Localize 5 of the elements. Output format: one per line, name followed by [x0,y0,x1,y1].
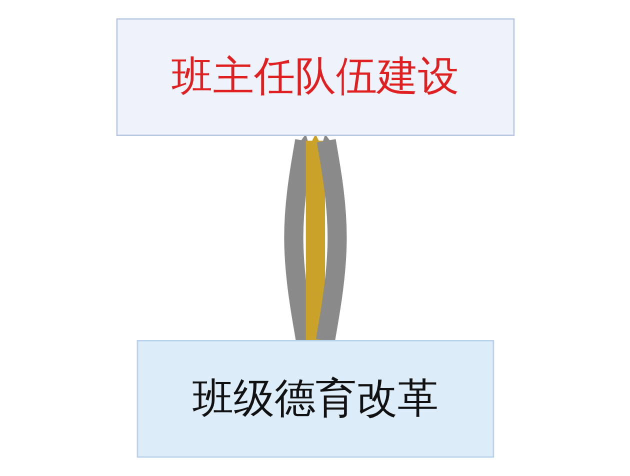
arrow [305,134,325,341]
node-box [136,340,494,458]
diagram: 班主任队伍建设 班级德育改革 [106,8,524,468]
node-box [116,18,514,136]
arrow [315,134,346,342]
